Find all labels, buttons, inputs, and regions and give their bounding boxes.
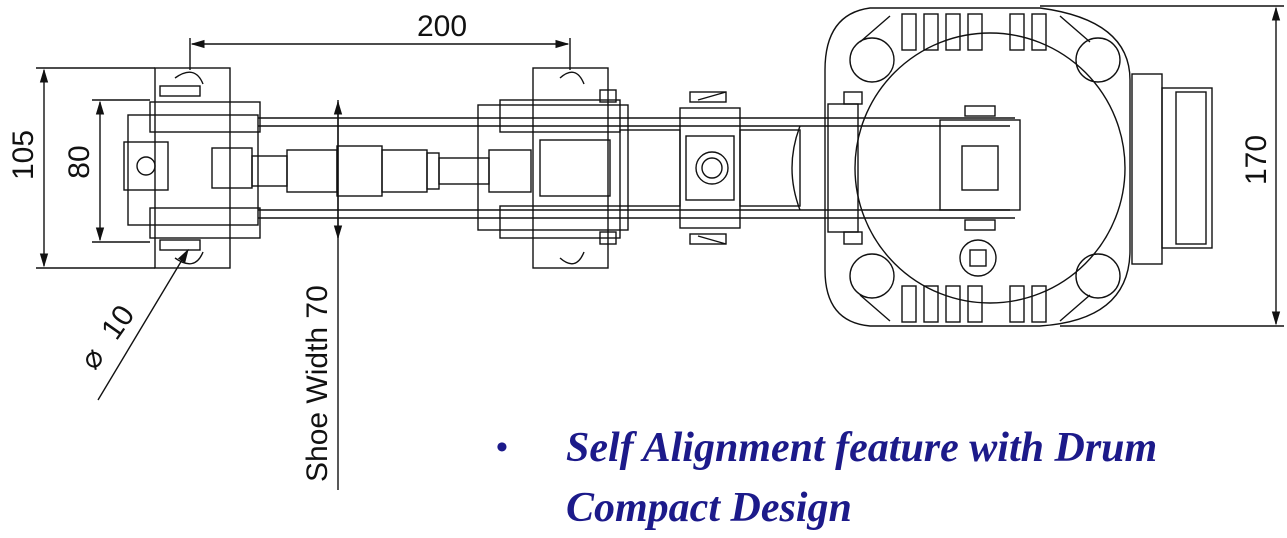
feature-line-1: Self Alignment feature with Drum — [566, 425, 1158, 471]
dim-shoe-width-label: Shoe Width 70 — [301, 285, 334, 482]
bullet-symbol: • — [496, 429, 508, 466]
dim-diameter-symbol: ⌀ — [74, 342, 111, 376]
drawing-lines — [36, 5, 1284, 490]
dim-height-outer-label: 105 — [7, 130, 40, 180]
technical-drawing: 200 105 80 ⌀ 10 Shoe Width 70 170 — [7, 5, 1284, 490]
dim-drum-height-label: 170 — [1240, 135, 1273, 185]
dim-height-inner-label: 80 — [63, 145, 96, 178]
dim-spacing-label: 200 — [417, 10, 467, 43]
feature-bullet: • Self Alignment feature with Drum Compac… — [496, 418, 1287, 538]
feature-line-2: Compact Design — [566, 485, 852, 531]
